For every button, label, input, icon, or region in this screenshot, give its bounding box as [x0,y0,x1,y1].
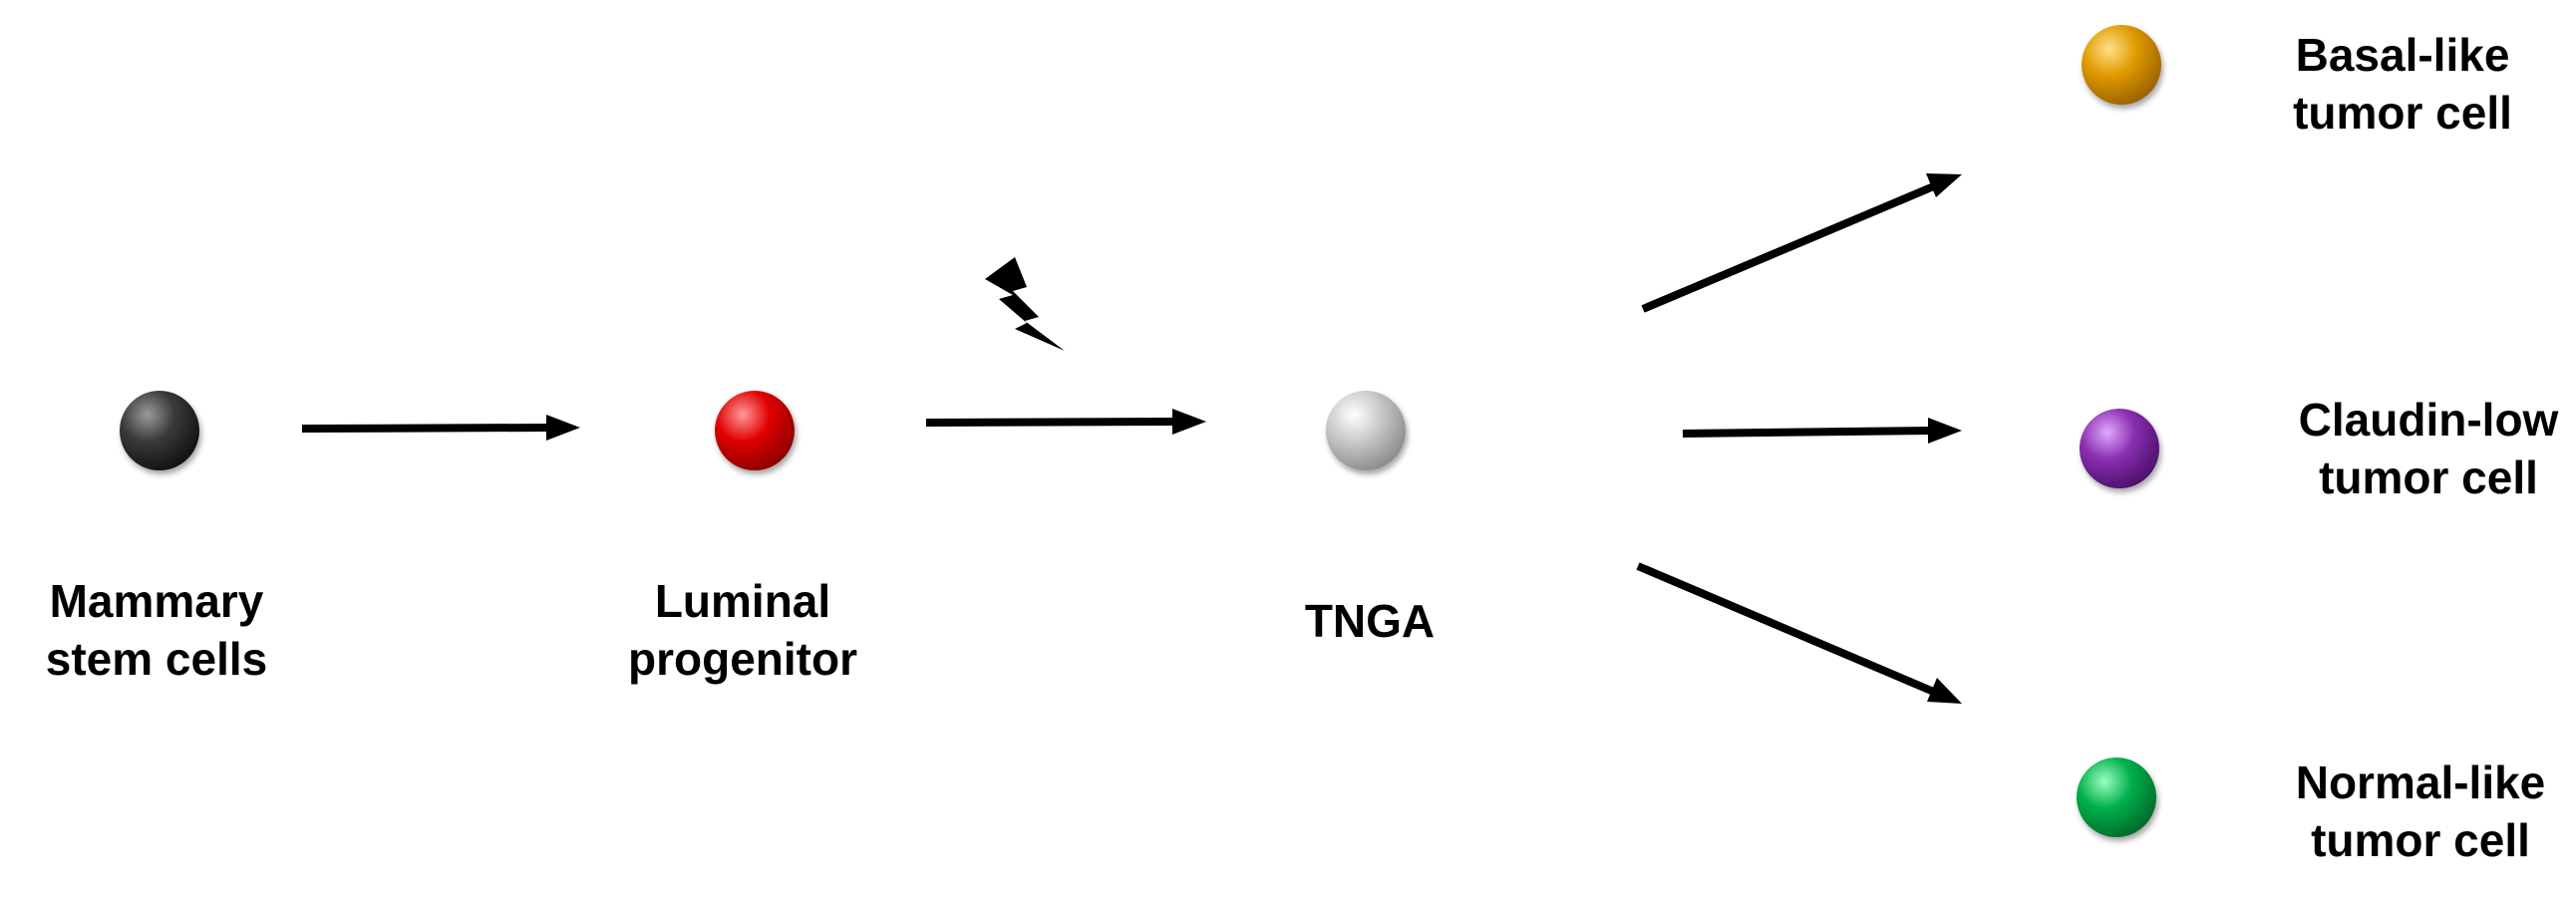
basal-like-sphere [2082,25,2161,105]
arrow-stem-to-luminal [301,415,580,441]
lightning-bolt-icon [985,257,1065,351]
label-luminal-progenitor: Luminal progenitor [628,572,857,688]
label-line: progenitor [628,633,857,685]
arrow-tnga-to-normal [1636,562,1962,704]
label-mammary-stem-cells: Mammary stem cells [46,572,267,688]
tnga-cell-sphere [1326,391,1406,470]
arrow-tnga-to-claudin [1682,418,1962,444]
label-line: tumor cell [2293,87,2512,139]
label-line: TNGA [1304,595,1436,647]
label-line: Mammary [49,575,264,627]
luminal-progenitor-sphere [715,391,795,470]
label-line: Claudin-low [2298,394,2559,446]
arrow-tnga-to-basal [1641,173,1962,313]
label-line: Normal-like [2295,756,2546,808]
label-normal-like: Normal-like tumor cell [2296,753,2546,869]
claudin-low-sphere [2080,409,2159,488]
label-line: Basal-like [2295,29,2510,81]
arrow-luminal-to-tnga [925,409,1206,435]
label-line: tumor cell [2319,451,2538,503]
label-line: Luminal [654,575,831,627]
label-line: tumor cell [2311,814,2530,866]
label-tnga: TNGA [1305,592,1435,650]
label-claudin-low: Claudin-low tumor cell [2299,391,2559,506]
stem-cell-sphere [120,391,199,470]
normal-like-sphere [2077,757,2156,837]
label-basal-like: Basal-like tumor cell [2293,26,2512,142]
label-line: stem cells [45,633,268,685]
